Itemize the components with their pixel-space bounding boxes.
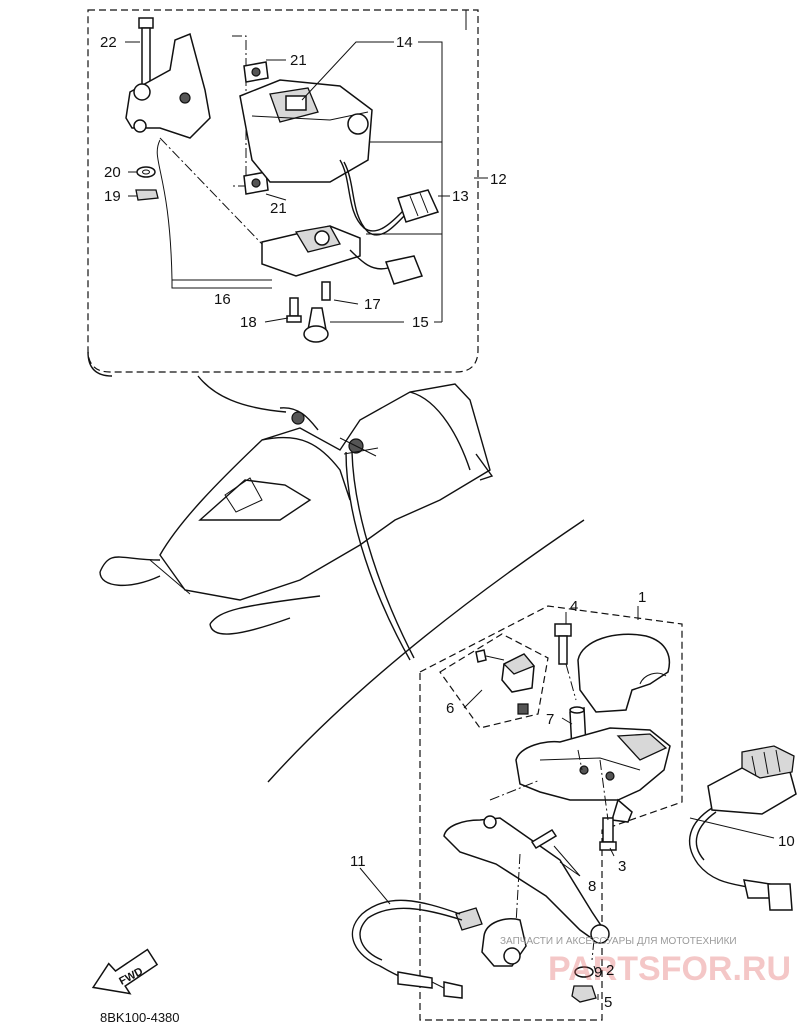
callout-2: 2	[606, 962, 614, 979]
callout-1: 1	[638, 589, 646, 606]
callout-11: 11	[350, 853, 366, 870]
washer-part	[574, 966, 594, 978]
screw-part	[475, 649, 505, 663]
callout-12: 12	[490, 171, 507, 188]
switch-marker	[339, 437, 379, 457]
clip-part	[517, 703, 529, 715]
screw-part	[554, 623, 572, 665]
callout-6: 6	[446, 700, 454, 717]
screw-part	[321, 281, 331, 301]
callout-4: 4	[570, 598, 578, 615]
switch-marker	[291, 411, 305, 425]
nut-part	[571, 985, 597, 1003]
connector-part	[743, 879, 793, 911]
callout-5: 5	[604, 994, 612, 1011]
callout-13: 13	[452, 188, 469, 205]
throttle-switch-part	[455, 907, 527, 967]
small-block-part	[501, 653, 536, 693]
inset-detail-box	[87, 9, 479, 377]
callout-9: 9	[594, 964, 602, 981]
callout-8: 8	[588, 878, 596, 895]
screw-part	[286, 297, 302, 323]
callout-16: 16	[214, 291, 231, 308]
callout-21-bottom: 21	[270, 200, 287, 217]
leader-lines	[359, 606, 775, 1000]
connector-part	[397, 189, 440, 223]
throttle-housing-part	[515, 727, 671, 823]
grommet-part	[243, 171, 269, 195]
connector-part	[385, 255, 424, 285]
callout-22: 22	[100, 34, 117, 51]
bolt-part	[303, 307, 329, 343]
snowmobile-outline	[99, 383, 494, 635]
screw-part	[530, 828, 558, 850]
nut-part	[135, 189, 159, 201]
callout-3: 3	[618, 858, 626, 875]
sub-group-box	[439, 633, 549, 729]
base-plate-part	[261, 225, 389, 277]
callout-14: 14	[396, 34, 413, 51]
washer-part	[136, 166, 156, 178]
connector-part	[397, 971, 463, 999]
grip-cover-part	[577, 633, 671, 713]
watermark-brand: PARTSFOR.RU	[548, 950, 791, 988]
watermark-tagline: ЗАПЧАСТИ И АКСЕССУАРЫ ДЛЯ МОТОТЕХНИКИ	[500, 936, 737, 947]
leader-lines	[125, 41, 488, 323]
control-module-part	[707, 745, 797, 815]
throttle-lever-part	[443, 815, 610, 944]
callout-20: 20	[104, 164, 121, 181]
diagram-reference-code: 8BK100-4380	[100, 1010, 180, 1025]
control-box-part	[239, 79, 373, 183]
grommet-part	[243, 61, 269, 83]
bracket-part	[125, 32, 211, 139]
callout-19: 19	[104, 188, 121, 205]
callout-17: 17	[364, 296, 381, 313]
callout-7: 7	[546, 711, 554, 728]
callout-18: 18	[240, 314, 257, 331]
forward-direction-arrow: FWD	[91, 948, 159, 995]
screw-part	[599, 817, 617, 851]
throttle-group-box	[419, 605, 683, 1021]
callout-21-top: 21	[290, 52, 307, 69]
callout-15: 15	[412, 314, 429, 331]
callout-10: 10	[778, 833, 795, 850]
